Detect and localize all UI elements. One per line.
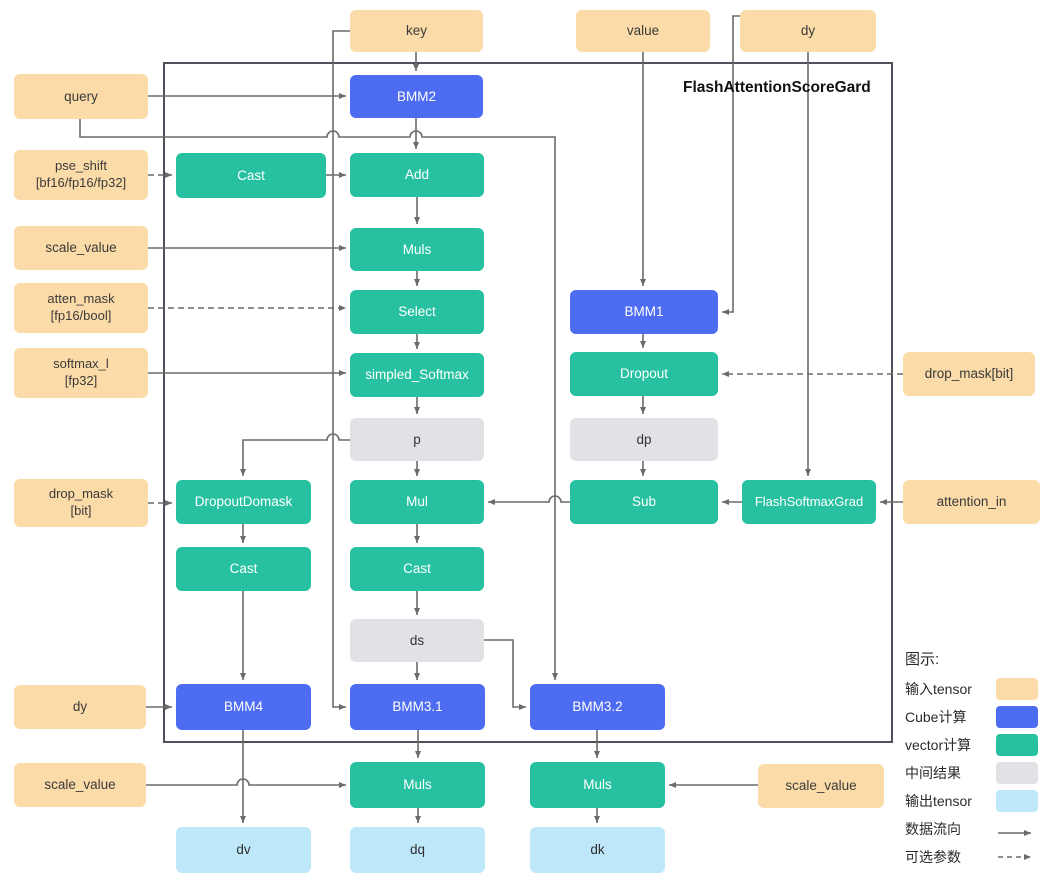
node-dk: dk: [530, 827, 665, 873]
node-drop-mask-left: drop_mask[bit]: [14, 479, 148, 527]
node-simpled-softmax: simpled_Softmax: [350, 353, 484, 397]
intermediate-swatch: [996, 762, 1038, 784]
edge-query-to-bmm3-2: [79, 119, 558, 680]
diagram-title: FlashAttentionScoreGard: [683, 79, 871, 96]
legend-item-output-tensor: 输出tensor: [905, 790, 1045, 812]
edge-sub-to-mul: [488, 495, 570, 505]
edge-p-to-dropoutdomask: [240, 433, 350, 476]
node-bmm3-2: BMM3.2: [530, 684, 665, 730]
legend: 图示: 输入tensor Cube计算 vector计算 中间结果 输出tens…: [905, 648, 1045, 868]
legend-item-input-tensor: 输入tensor: [905, 678, 1045, 700]
edge-ds-to-bmm3-2: [484, 639, 526, 710]
edge-key-to-bmm3-1: [332, 30, 350, 710]
node-muls-scale: Muls: [350, 228, 484, 271]
node-dv: dv: [176, 827, 311, 873]
node-mul: Mul: [350, 480, 484, 524]
node-muls-dq: Muls: [350, 762, 485, 808]
output-tensor-swatch: [996, 790, 1038, 812]
vector-compute-swatch: [996, 734, 1038, 756]
node-softmax-l: softmax_l[fp32]: [14, 348, 148, 398]
node-key: key: [350, 10, 483, 52]
node-bmm4: BMM4: [176, 684, 311, 730]
node-p: p: [350, 418, 484, 461]
node-dq: dq: [350, 827, 485, 873]
node-bmm1: BMM1: [570, 290, 718, 334]
node-query: query: [14, 74, 148, 119]
legend-heading: 图示:: [905, 651, 940, 668]
node-dy-bottom: dy: [14, 685, 146, 729]
node-ds: ds: [350, 619, 484, 662]
node-scale-value-bottom-right: scale_value: [758, 764, 884, 808]
node-attention-in: attention_in: [903, 480, 1040, 524]
node-cast-mul: Cast: [350, 547, 484, 591]
node-scale-value-top: scale_value: [14, 226, 148, 270]
node-select: Select: [350, 290, 484, 334]
node-scale-value-bottom-left: scale_value: [14, 763, 146, 807]
input-tensor-swatch: [996, 678, 1038, 700]
node-muls-dk: Muls: [530, 762, 665, 808]
node-pse-shift: pse_shift[bf16/fp16/fp32]: [14, 150, 148, 200]
legend-item-intermediate: 中间结果: [905, 762, 1045, 784]
node-bmm3-1: BMM3.1: [350, 684, 485, 730]
node-drop-mask-right: drop_mask[bit]: [903, 352, 1035, 396]
node-value: value: [576, 10, 710, 52]
edge-scale-value-to-muls-dq: [146, 778, 346, 788]
node-cast-pse: Cast: [176, 153, 326, 198]
legend-item-cube-compute: Cube计算: [905, 706, 1045, 728]
node-bmm2: BMM2: [350, 75, 483, 118]
edge-dy-to-bmm1: [722, 15, 740, 315]
node-dy-top: dy: [740, 10, 876, 52]
legend-item-optional-param: 可选参数: [905, 849, 961, 865]
node-add: Add: [350, 153, 484, 197]
node-dropout: Dropout: [570, 352, 718, 396]
cube-compute-swatch: [996, 706, 1038, 728]
node-cast-domask: Cast: [176, 547, 311, 591]
node-atten-mask: atten_mask[fp16/bool]: [14, 283, 148, 333]
node-flash-softmax-grad: FlashSoftmaxGrad: [742, 480, 876, 524]
node-dp: dp: [570, 418, 718, 461]
legend-item-vector-compute: vector计算: [905, 734, 1045, 756]
node-sub: Sub: [570, 480, 718, 524]
node-dropout-domask: DropoutDomask: [176, 480, 311, 524]
legend-item-data-flow: 数据流向: [905, 821, 961, 837]
diagram-container-frame: [163, 62, 893, 743]
